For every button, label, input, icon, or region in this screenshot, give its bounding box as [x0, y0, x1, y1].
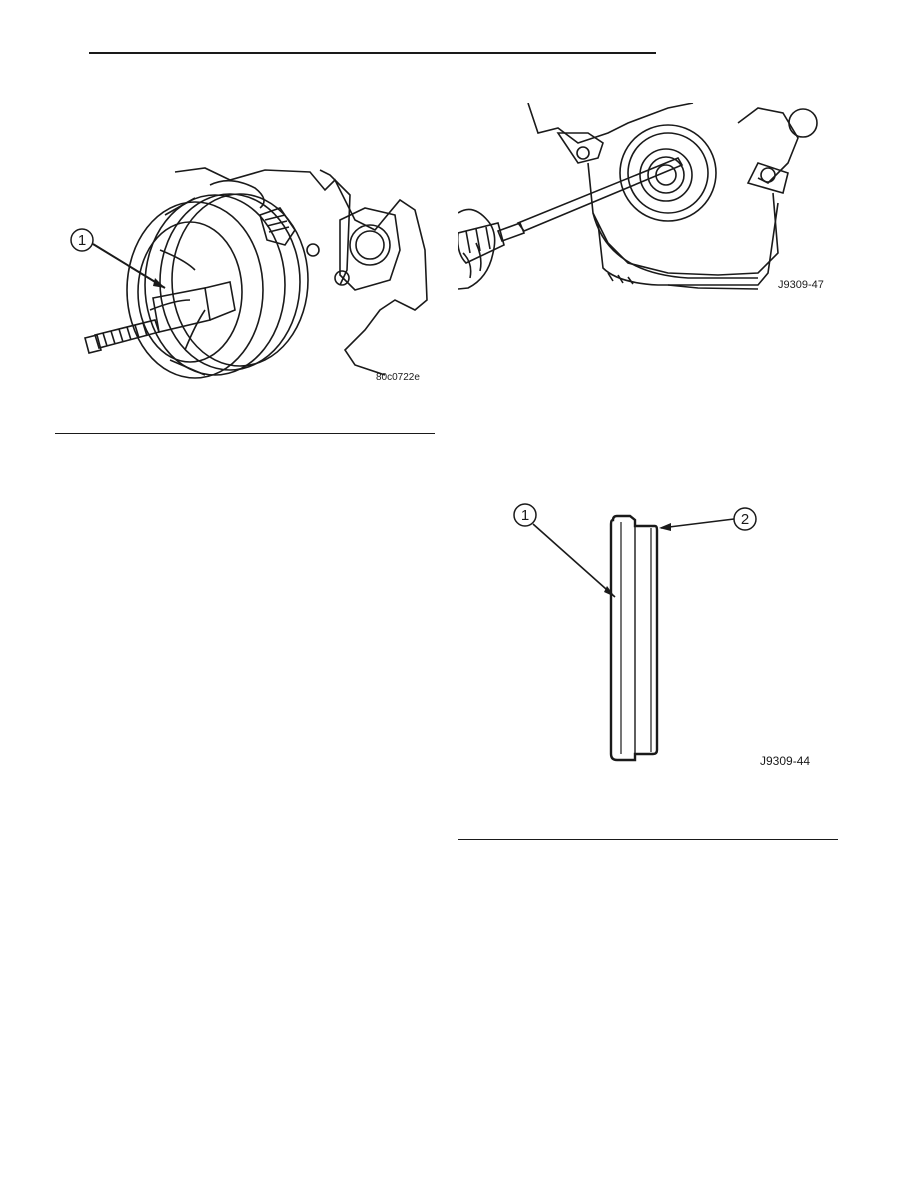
header-rule: [89, 52, 656, 54]
figure-code-seal-removal: J9309-47: [778, 279, 824, 291]
callout-2-seal: 2: [741, 511, 749, 528]
figure-damper-puller: 1: [55, 160, 435, 390]
figure-damper-rule: [55, 433, 435, 434]
figure-seal-rule: [458, 839, 838, 840]
seal-section-illustration: 1 2: [513, 503, 757, 762]
figure-seal-section: 1 2: [505, 500, 765, 770]
damper-puller-illustration: 1: [70, 167, 428, 379]
callout-1-seal: 1: [521, 507, 529, 524]
figure-code-seal-section: J9309-44: [760, 754, 811, 768]
figure-seal-removal: [458, 103, 840, 303]
figure-code-damper: 80c0722e: [376, 372, 420, 383]
seal-removal-illustration: [458, 103, 818, 290]
callout-1-damper: 1: [78, 232, 86, 249]
